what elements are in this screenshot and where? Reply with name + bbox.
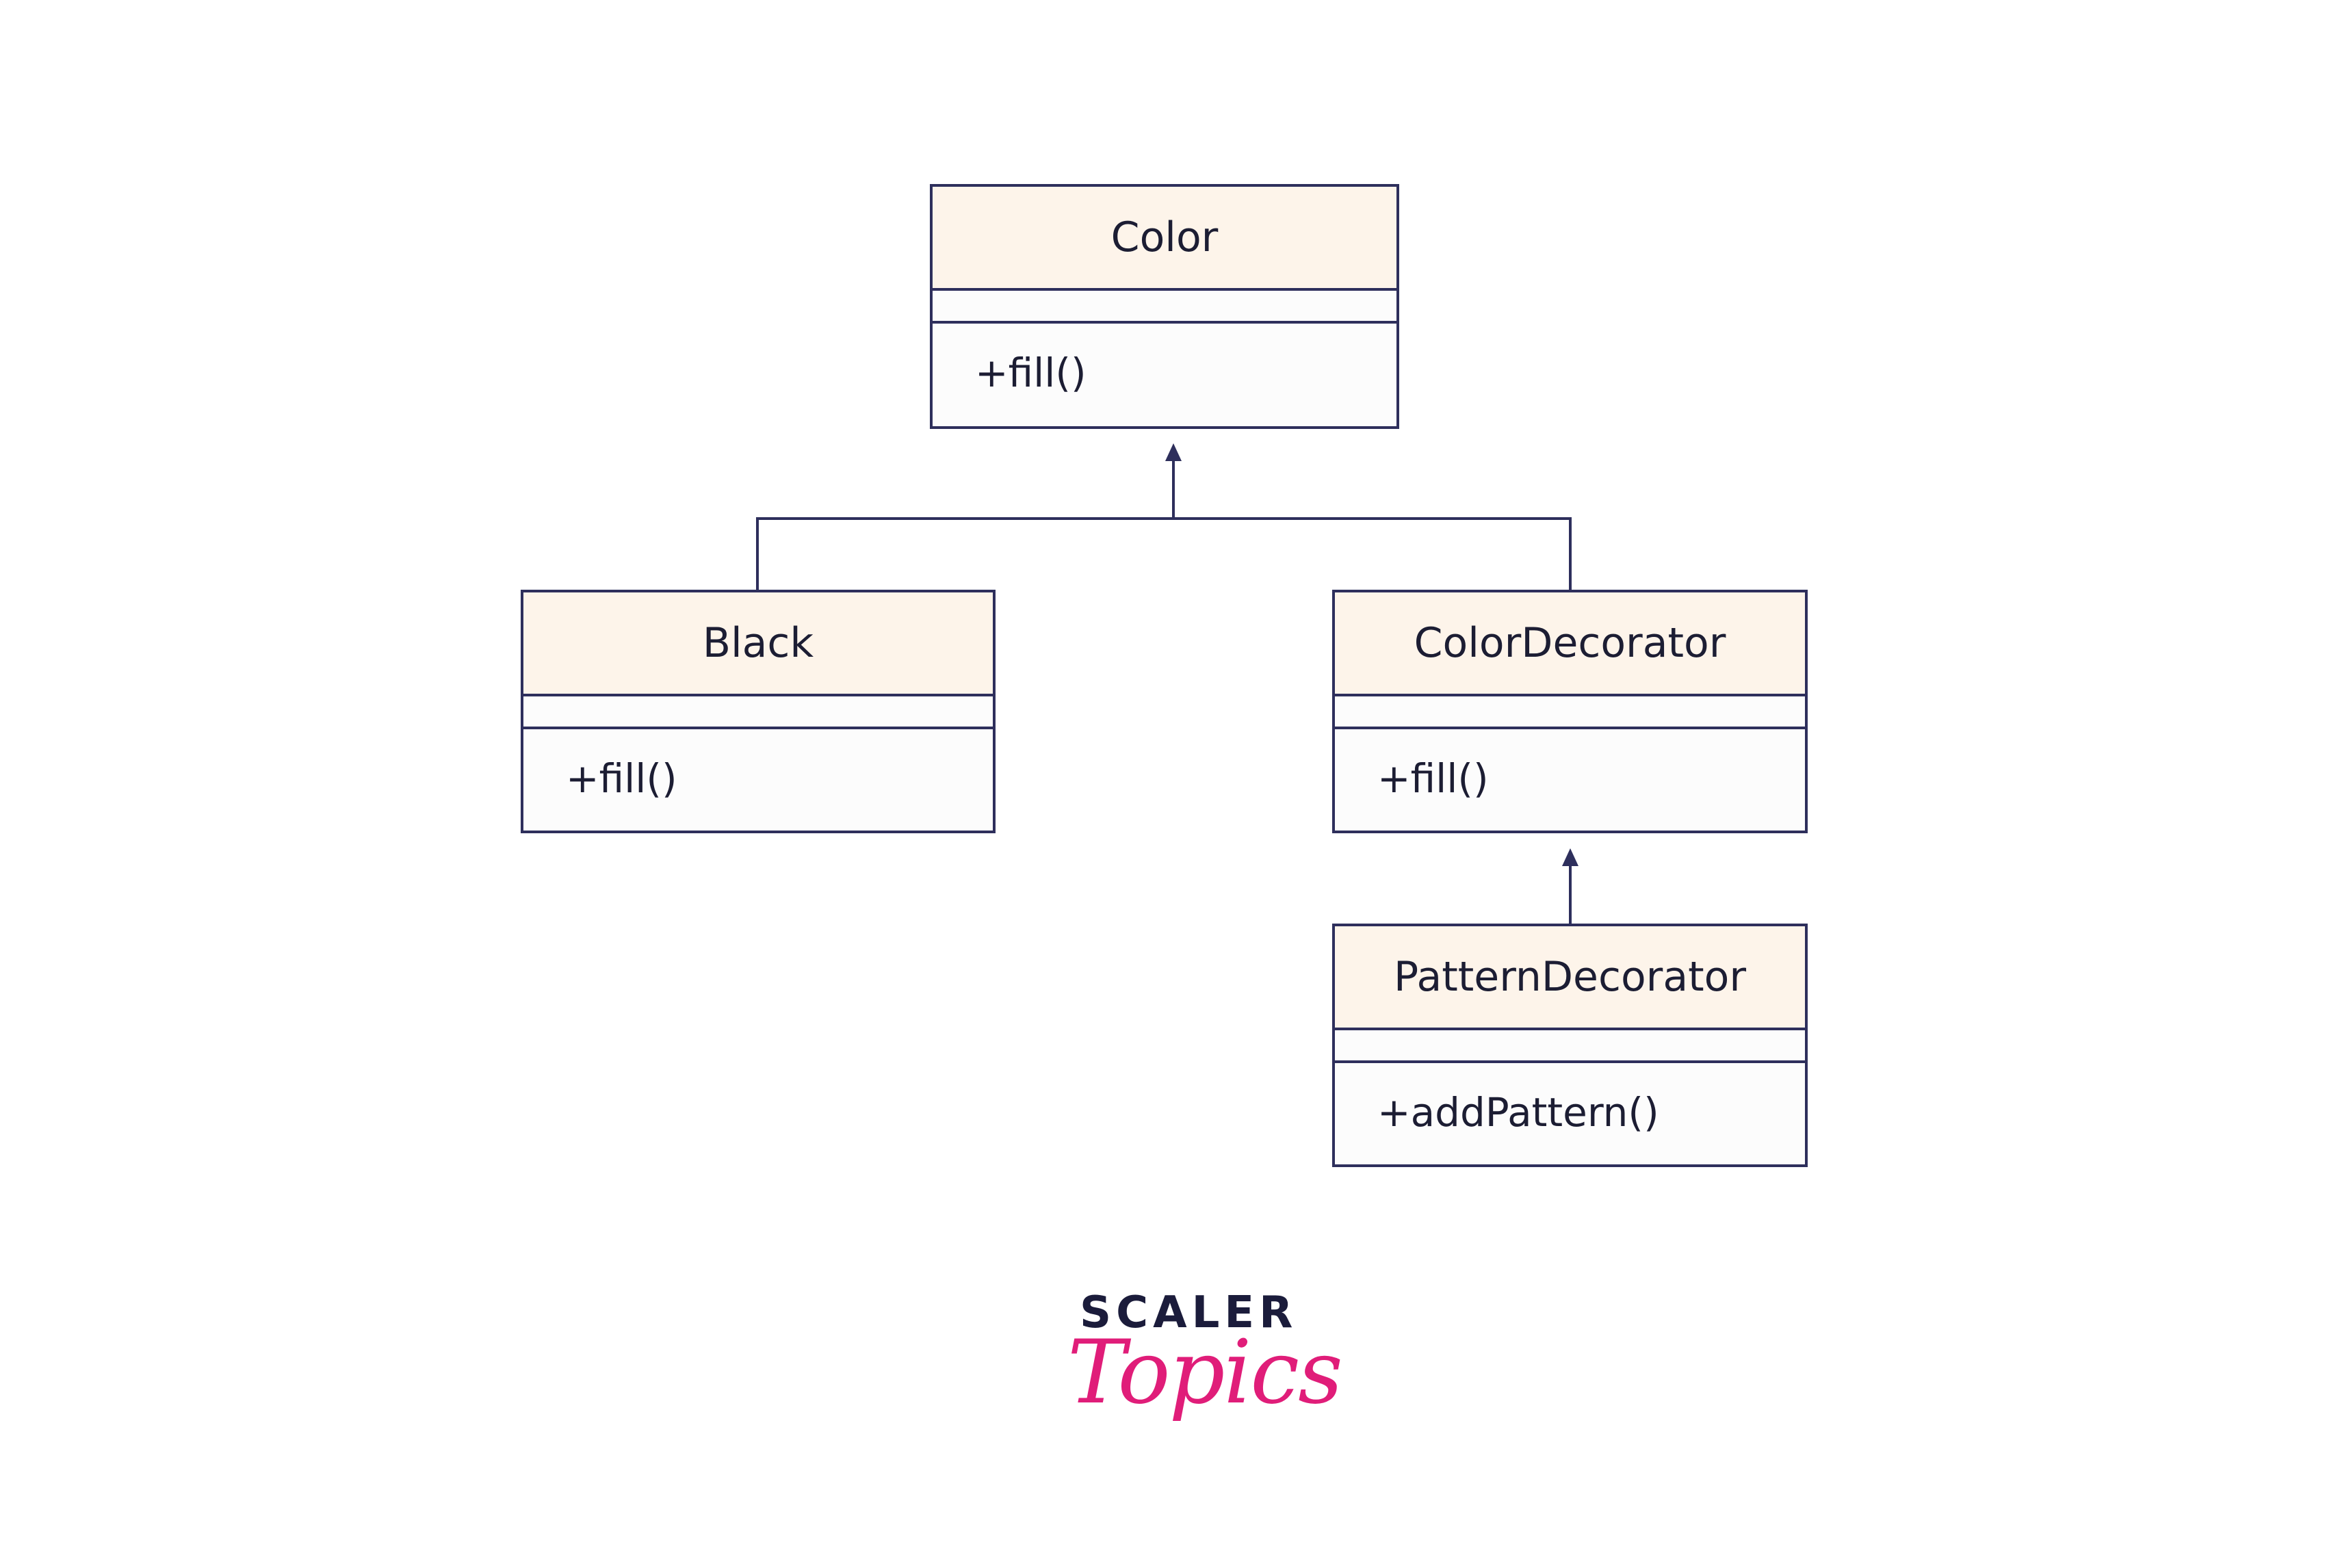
class-box-color-decorator: ColorDecorator +fill() — [1332, 590, 1808, 833]
class-name: Color — [933, 187, 1396, 291]
logo-topics-text: Topics — [1067, 1322, 1343, 1424]
class-box-pattern-decorator: PatternDecorator +addPattern() — [1332, 924, 1808, 1167]
class-box-black: Black +fill() — [521, 590, 996, 833]
class-name: Black — [523, 592, 993, 696]
arrowhead-to-color — [1165, 443, 1182, 461]
class-attributes — [523, 696, 993, 729]
logo-scaler-text: SCALER — [1080, 1288, 1298, 1338]
class-attributes — [1335, 1030, 1805, 1063]
connector-colordecorator-to-color — [1173, 517, 1572, 592]
class-name: ColorDecorator — [1335, 592, 1805, 696]
scaler-topics-logo: SCALER Topics — [1047, 1272, 1343, 1464]
class-operations: +fill() — [1377, 755, 1489, 802]
class-attributes — [933, 291, 1396, 324]
class-box-color: Color +fill() — [930, 184, 1399, 429]
class-name: PatternDecorator — [1335, 926, 1805, 1030]
arrowhead-to-colordecorator — [1562, 848, 1578, 866]
class-operations: +fill() — [975, 350, 1087, 396]
connector-black-to-color — [756, 517, 1173, 592]
class-operations: +fill() — [566, 755, 677, 802]
class-operations: +addPattern() — [1377, 1089, 1659, 1136]
class-attributes — [1335, 696, 1805, 729]
